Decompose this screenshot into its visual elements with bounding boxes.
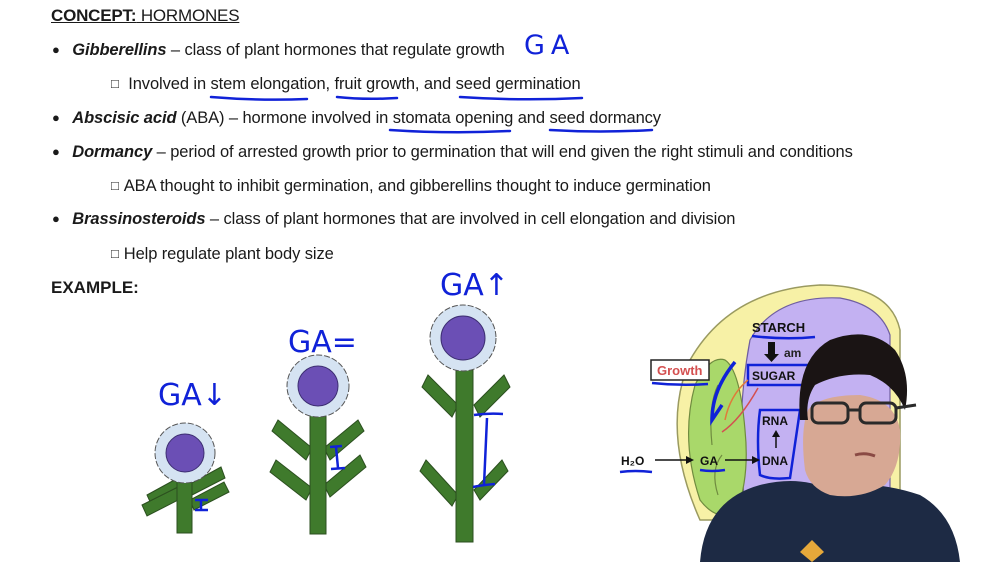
concept-topic: HORMONES (136, 6, 240, 25)
presenter-video (700, 334, 960, 562)
handwritten-underlines (209, 95, 654, 134)
definition-dormancy: – period of arrested growth prior to ger… (152, 143, 853, 161)
label-ga: GA (700, 454, 718, 468)
label-sugar: SUGAR (752, 369, 796, 383)
concept-title: CONCEPT: HORMONES (51, 6, 240, 26)
definition-text: and (513, 109, 550, 127)
sub-brassinosteroids: Help regulate plant body size (111, 245, 334, 264)
concept-label: CONCEPT: (51, 6, 137, 25)
handwritten-ga-up: GA↑ (440, 268, 509, 303)
label-starch: STARCH (752, 320, 805, 335)
definition-brassinosteroids: – class of plant hormones that are invol… (205, 210, 736, 228)
handwritten-ga-down: GA↓ (158, 378, 227, 413)
example-label: EXAMPLE: (51, 278, 139, 297)
label-amylase-partial: am (784, 346, 801, 360)
highlight-stem-elongation: stem elongation (210, 75, 326, 93)
term-abscisic-acid: Abscisic acid (72, 109, 177, 127)
sub-dormancy: ABA thought to inhibit germination, and … (111, 177, 711, 196)
sub-text: , (325, 75, 335, 93)
definition-gibberellins: – class of plant hormones that regulate … (166, 41, 505, 59)
handwritten-ga-equal: GA= (288, 325, 357, 360)
plant-short (141, 422, 230, 534)
highlight-fruit-growth: fruit growth (334, 75, 416, 93)
label-dna: DNA (762, 454, 788, 468)
label-growth: Growth (657, 363, 703, 378)
sub-text: Involved in (128, 75, 211, 93)
bullet-dormancy: Dormancy – period of arrested growth pri… (52, 143, 853, 162)
label-water: H₂O (621, 454, 644, 468)
bullet-gibberellins: Gibberellins – class of plant hormones t… (52, 41, 505, 60)
term-dormancy: Dormancy (72, 143, 153, 161)
highlight-seed-dormancy: seed dormancy (549, 109, 661, 127)
highlight-stomata-opening: stomata opening (392, 109, 514, 127)
highlight-seed-germination: seed germination (455, 75, 581, 93)
sub-gibberellins: Involved in stem elongation, fruit growt… (111, 75, 581, 94)
sub-text: , and (414, 75, 456, 93)
term-gibberellins: Gibberellins (72, 41, 167, 59)
plant-medium (269, 354, 367, 535)
label-rna: RNA (762, 414, 788, 428)
plant-tall (419, 304, 511, 543)
bullet-brassinosteroids: Brassinosteroids – class of plant hormon… (52, 210, 735, 229)
bullet-abscisic-acid: Abscisic acid (ABA) – hormone involved i… (52, 109, 661, 128)
handwritten-ga: GA (524, 30, 576, 61)
definition-text: (ABA) – hormone involved in (176, 109, 393, 127)
seed-diagram: STARCH am SUGAR Growth RNA DNA H₂O GA (619, 284, 901, 521)
term-brassinosteroids: Brassinosteroids (72, 210, 206, 228)
